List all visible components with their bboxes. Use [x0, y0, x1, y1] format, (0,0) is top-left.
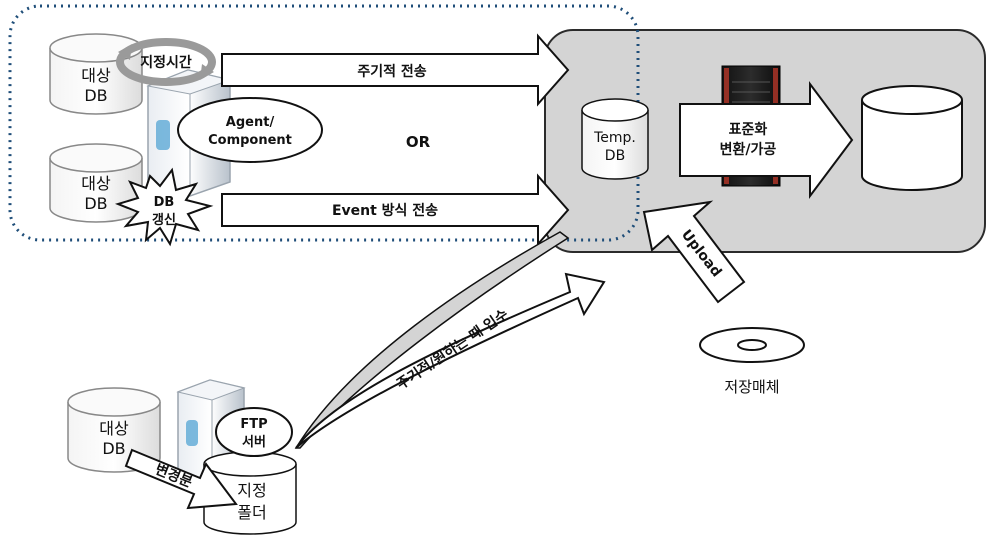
- db1-label-line2: DB: [84, 86, 107, 105]
- intake-arrow: 주기적/원하는 때 입수: [296, 232, 604, 448]
- db3-label-line2: DB: [102, 439, 125, 458]
- db-update-line2: 갱신: [152, 212, 176, 228]
- agent-component-node: Agent/ Component: [178, 98, 322, 162]
- event-transfer-arrow: Event 방식 전송: [222, 176, 568, 244]
- target-db: [862, 86, 962, 190]
- agent-label-line2: Component: [208, 133, 292, 148]
- ftp-label-line2: 서버: [242, 434, 266, 450]
- periodic-transfer-label: 주기적 전송: [357, 63, 426, 80]
- folder-label-line1: 지정: [237, 481, 266, 500]
- periodic-transfer-arrow: 주기적 전송: [222, 36, 568, 104]
- ftp-server-node: FTP 서버: [216, 408, 292, 456]
- ftp-label-line1: FTP: [240, 417, 267, 432]
- transform-label-line2: 변환/가공: [720, 141, 777, 158]
- event-transfer-label: Event 방식 전송: [332, 202, 438, 219]
- db3-label-line1: 대상: [99, 419, 129, 438]
- agent-label-line1: Agent/: [226, 115, 275, 130]
- temp-db: Temp. DB: [582, 99, 648, 179]
- db2-label-line2: DB: [84, 194, 107, 213]
- db2-label-line1: 대상: [81, 174, 111, 193]
- storage-media-disk: 저장매체: [700, 328, 804, 396]
- folder-label-line2: 폴더: [237, 503, 266, 522]
- or-label: OR: [406, 133, 431, 151]
- transform-label-line1: 표준화: [729, 122, 768, 138]
- timer-label: 지정시간: [140, 54, 192, 71]
- db1-label-line1: 대상: [81, 66, 111, 85]
- source-db-2: 대상 DB: [50, 144, 142, 222]
- intake-label: 주기적/원하는 때 입수: [394, 306, 512, 393]
- storage-media-label: 저장매체: [724, 378, 779, 396]
- temp-db-line1: Temp.: [593, 130, 636, 146]
- db-update-line1: DB: [154, 195, 175, 210]
- temp-db-line2: DB: [605, 148, 625, 164]
